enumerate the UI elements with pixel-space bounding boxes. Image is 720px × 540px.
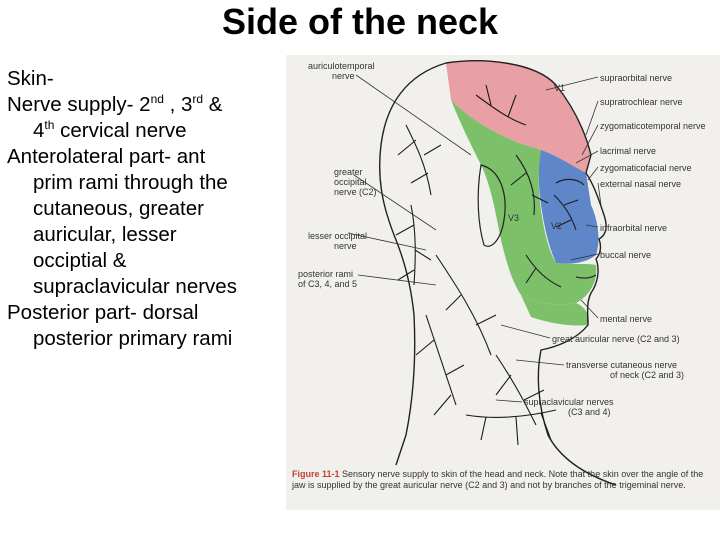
line-cervical: 4th cervical nerve <box>33 118 187 142</box>
figure-number: Figure 11-1 <box>292 469 340 479</box>
line-anterolateral-3: cutaneous, greater <box>33 197 204 220</box>
figure-caption: Figure 11-1 Sensory nerve supply to skin… <box>292 469 716 491</box>
label-zygomaticotemporal: zygomaticotemporal nerve <box>600 121 706 131</box>
line-anterolateral-2: prim rami through the <box>33 171 228 194</box>
label-greater-occipital: greater occipital nerve (C2) <box>334 167 377 197</box>
label-external-nasal: external nasal nerve <box>600 179 682 189</box>
label-supraclavicular: supraclavicular nerves (C3 and 4) <box>524 397 614 417</box>
zone-v2: V2 <box>551 221 563 231</box>
line-anterolateral-5: occiptial & <box>33 249 127 272</box>
line-skin: Skin- <box>7 67 54 90</box>
head-outline <box>378 62 447 466</box>
v1-region <box>446 60 591 173</box>
zone-v3: V3 <box>508 213 520 223</box>
label-zygomaticofacial: zygomaticofacial nerve <box>600 163 692 173</box>
great-auricular-region <box>521 295 589 326</box>
label-posterior-rami: posterior rami of C3, 4, and 5 <box>298 269 358 289</box>
label-mental: mental nerve <box>600 314 653 324</box>
label-lacrimal: lacrimal nerve <box>600 146 657 156</box>
caption-text: Sensory nerve supply to skin of the head… <box>292 469 704 490</box>
label-buccal: buccal nerve <box>600 250 652 260</box>
label-infraorbital: infraorbital nerve <box>600 223 668 233</box>
line-anterolateral-1: Anterolateral part- ant <box>7 145 206 168</box>
line-anterolateral-4: auricular, lesser <box>33 223 177 246</box>
leader-lines <box>347 74 602 403</box>
label-auriculotemporal: auriculotemporal nerve <box>308 61 375 81</box>
label-transverse-cutaneous: transverse cutaneous nerve of neck (C2 a… <box>566 360 685 380</box>
face-outline <box>445 60 617 486</box>
ear-outline <box>477 164 506 247</box>
head-neck-illustration <box>347 60 617 486</box>
nerve-branches <box>395 84 579 446</box>
eye-outline <box>555 178 585 186</box>
line-posterior-2: posterior primary rami <box>33 327 233 350</box>
zone-v1: V1 <box>554 83 566 93</box>
line-nerve-supply: Nerve supply- 2nd , 3rd & <box>7 92 223 116</box>
v3-region <box>451 100 597 305</box>
slide-title: Side of the neck <box>221 1 499 42</box>
line-posterior-1: Posterior part- dorsal <box>7 301 199 324</box>
label-supraorbital: supraorbital nerve <box>600 73 673 83</box>
nerve-figure: V1 V2 V3 auriculotemporal nerve greater … <box>286 55 720 510</box>
label-great-auricular: great auricular nerve (C2 and 3) <box>552 334 680 344</box>
line-anterolateral-6: supraclavicular nerves <box>33 275 237 298</box>
label-supratrochlear: supratrochlear nerve <box>600 97 683 107</box>
v2-region <box>538 150 599 264</box>
mouth-outline <box>575 274 597 279</box>
slide-body: Skin- Nerve supply- 2nd , 3rd & 4th cerv… <box>7 66 287 352</box>
label-lesser-occipital: lesser occipital nerve <box>308 231 368 251</box>
